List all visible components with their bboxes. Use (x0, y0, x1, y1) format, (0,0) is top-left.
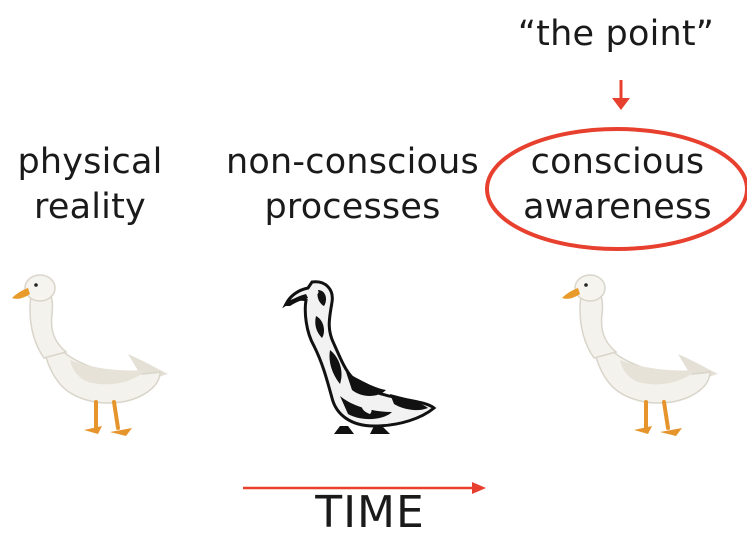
duck-sketch-image (282, 280, 437, 434)
conscious-awareness-highlight-ellipse (485, 127, 747, 251)
time-label: TIME (315, 487, 425, 538)
physical-reality-line1: physical (17, 142, 163, 182)
non-conscious-processes-line1: non-conscious (226, 142, 479, 182)
physical-reality-line2: reality (34, 187, 146, 227)
non-conscious-processes-line2: processes (264, 187, 441, 227)
conscious-awareness-line2: awareness (523, 187, 712, 227)
the-point-label: “the point” (517, 14, 715, 54)
non-conscious-processes-label: non-conscious processes (220, 140, 485, 230)
white-duck-left-image (10, 273, 170, 438)
conscious-awareness-line1: conscious (530, 142, 705, 182)
point-arrow (612, 80, 630, 110)
white-duck-right-image (560, 273, 720, 438)
time-arrow (243, 482, 486, 494)
physical-reality-label: physical reality (0, 140, 180, 230)
conscious-awareness-label: conscious awareness (488, 140, 747, 230)
